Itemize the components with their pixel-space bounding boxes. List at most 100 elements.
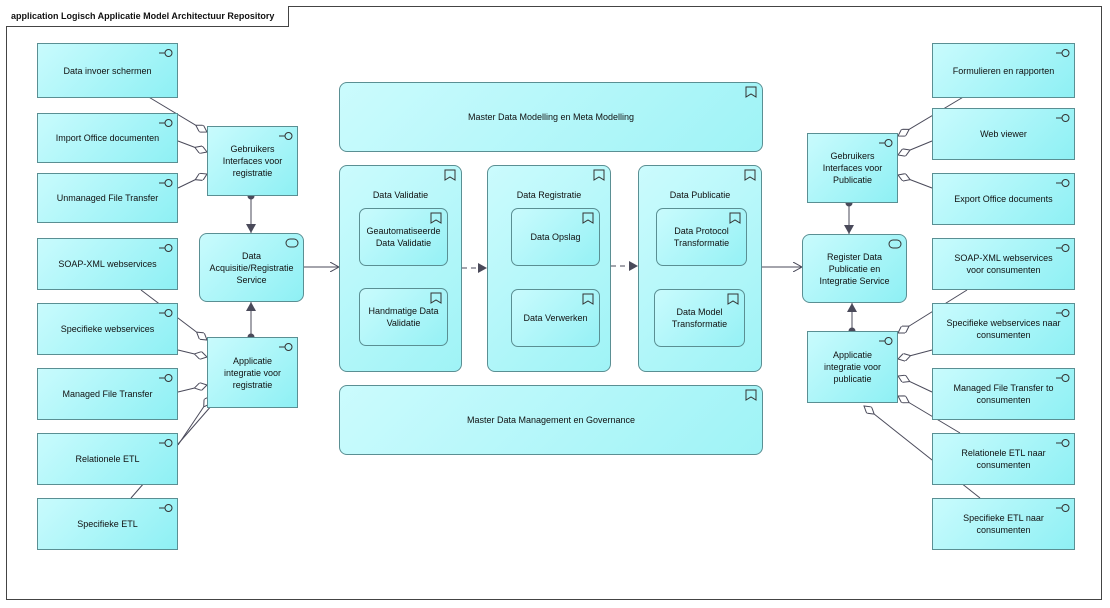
interface-icon [1056, 374, 1070, 382]
left-interface-managed-file-transfer[interactable]: Managed File Transfer [37, 368, 178, 420]
capability-icon [593, 169, 605, 181]
service-icon [888, 239, 902, 249]
interface-label: Unmanaged File Transfer [56, 193, 159, 203]
data-validatie-group[interactable]: Data Validatie Geautomatiseerde Data Val… [339, 165, 462, 372]
interface-label: Managed File Transfer to consumenten [953, 383, 1054, 405]
right-interface-managed-file-transfer[interactable]: Managed File Transfer to consumenten [932, 368, 1075, 420]
interface-icon [159, 439, 173, 447]
geautomatiseerde-data-validatie[interactable]: Geautomatiseerde Data Validatie [359, 208, 448, 266]
capability-icon [727, 293, 739, 305]
group-label: Data Publicatie [669, 190, 731, 200]
interface-icon [1056, 114, 1070, 122]
interface-icon [159, 244, 173, 252]
capability-icon [430, 292, 442, 304]
interface-label: Formulieren en rapporten [952, 65, 1055, 76]
interface-icon [159, 309, 173, 317]
capability-icon [745, 389, 757, 401]
diagram-title: application Logisch Applicatie Model Arc… [6, 6, 290, 27]
data-opslag[interactable]: Data Opslag [511, 208, 600, 266]
item-label: Geautomatiseerde Data Validatie [366, 226, 441, 248]
data-publicatie-group[interactable]: Data Publicatie Data Protocol Transforma… [638, 165, 762, 372]
interface-icon [1056, 309, 1070, 317]
interface-label: SOAP-XML webservices [58, 259, 157, 269]
interface-icon [159, 49, 173, 57]
master-data-management-group[interactable]: Master Data Management en Governance [339, 385, 763, 455]
service-icon [285, 238, 299, 248]
applicatie-integratie-registratie[interactable]: Applicatie integratie voor registratie [207, 337, 298, 408]
right-interface-specifieke-webservices[interactable]: Specifieke webservices naar consumenten [932, 303, 1075, 355]
data-protocol-transformatie[interactable]: Data Protocol Transformatie [656, 208, 747, 266]
node-label: Data Acquisitie/Registratie Service [209, 250, 294, 285]
data-registratie-group[interactable]: Data Registratie Data Opslag Data Verwer… [487, 165, 611, 372]
interface-label: Data invoer schermen [63, 65, 152, 76]
item-label: Data Model Transformatie [671, 307, 728, 329]
master-data-modelling-group[interactable]: Master Data Modelling en Meta Modelling [339, 82, 763, 152]
interface-label: Web viewer [980, 129, 1027, 139]
capability-icon [444, 169, 456, 181]
group-label: Master Data Management en Governance [466, 415, 636, 425]
interface-label: Export Office documents [954, 194, 1053, 204]
group-label: Data Registratie [516, 190, 582, 200]
right-interface-formulieren[interactable]: Formulieren en rapporten [932, 43, 1075, 98]
interface-icon [879, 139, 893, 147]
interface-label: Relationele ETL naar consumenten [961, 448, 1046, 470]
interface-icon [279, 132, 293, 140]
interface-label: Specifieke webservices [60, 324, 155, 334]
interface-icon [1056, 49, 1070, 57]
interface-icon [1056, 504, 1070, 512]
capability-icon [745, 86, 757, 98]
data-verwerken[interactable]: Data Verwerken [511, 289, 600, 347]
interface-icon [159, 374, 173, 382]
data-model-transformatie[interactable]: Data Model Transformatie [654, 289, 745, 347]
left-interface-soap-xml[interactable]: SOAP-XML webservices [37, 238, 178, 290]
interface-label: Specifieke ETL [77, 519, 138, 529]
node-label: Applicatie integratie voor publicatie [823, 350, 882, 384]
item-label: Data Opslag [530, 232, 581, 242]
interface-label: Relationele ETL [75, 454, 140, 464]
capability-icon [744, 169, 756, 181]
interface-icon [279, 343, 293, 351]
interface-label: SOAP-XML webservices voor consumenten [954, 253, 1053, 275]
left-interface-import-office[interactable]: Import Office documenten [37, 113, 178, 163]
right-interface-specifieke-etl[interactable]: Specifieke ETL naar consumenten [932, 498, 1075, 550]
interface-icon [1056, 179, 1070, 187]
group-label: Master Data Modelling en Meta Modelling [467, 112, 635, 122]
node-label: Gebruikers Interfaces voor registratie [222, 144, 283, 178]
node-label: Gebruikers Interfaces voor Publicatie [822, 151, 883, 185]
diagram-frame [6, 6, 1102, 600]
right-interface-relationele-etl[interactable]: Relationele ETL naar consumenten [932, 433, 1075, 485]
item-label: Handmatige Data Validatie [368, 306, 439, 328]
left-interface-relationele-etl[interactable]: Relationele ETL [37, 433, 178, 485]
item-label: Data Protocol Transformatie [673, 226, 730, 248]
node-label: Applicatie integratie voor registratie [223, 355, 282, 390]
interface-icon [1056, 439, 1070, 447]
register-data-publicatie-service[interactable]: Register Data Publicatie en Integratie S… [802, 234, 907, 303]
capability-icon [729, 212, 741, 224]
gebruikers-interfaces-publicatie[interactable]: Gebruikers Interfaces voor Publicatie [807, 133, 898, 203]
right-interface-export-office[interactable]: Export Office documents [932, 173, 1075, 225]
interface-icon [159, 179, 173, 187]
group-label: Data Validatie [372, 190, 429, 200]
node-label: Register Data Publicatie en Integratie S… [819, 251, 890, 286]
left-interface-data-invoer[interactable]: Data invoer schermen [37, 43, 178, 98]
interface-icon [1056, 244, 1070, 252]
applicatie-integratie-publicatie[interactable]: Applicatie integratie voor publicatie [807, 331, 898, 403]
item-label: Data Verwerken [523, 313, 588, 323]
data-acquisitie-registratie-service[interactable]: Data Acquisitie/Registratie Service [199, 233, 304, 302]
interface-icon [159, 119, 173, 127]
left-interface-unmanaged-file-transfer[interactable]: Unmanaged File Transfer [37, 173, 178, 223]
handmatige-data-validatie[interactable]: Handmatige Data Validatie [359, 288, 448, 346]
interface-label: Specifieke webservices naar consumenten [946, 318, 1061, 340]
interface-label: Import Office documenten [55, 133, 160, 143]
gebruikers-interfaces-registratie[interactable]: Gebruikers Interfaces voor registratie [207, 126, 298, 196]
left-interface-specifieke-webservices[interactable]: Specifieke webservices [37, 303, 178, 355]
interface-label: Managed File Transfer [62, 389, 153, 399]
capability-icon [582, 293, 594, 305]
interface-icon [879, 337, 893, 345]
interface-label: Specifieke ETL naar consumenten [963, 513, 1044, 535]
right-interface-soap-xml[interactable]: SOAP-XML webservices voor consumenten [932, 238, 1075, 290]
interface-icon [159, 504, 173, 512]
right-interface-web-viewer[interactable]: Web viewer [932, 108, 1075, 160]
left-interface-specifieke-etl[interactable]: Specifieke ETL [37, 498, 178, 550]
capability-icon [430, 212, 442, 224]
